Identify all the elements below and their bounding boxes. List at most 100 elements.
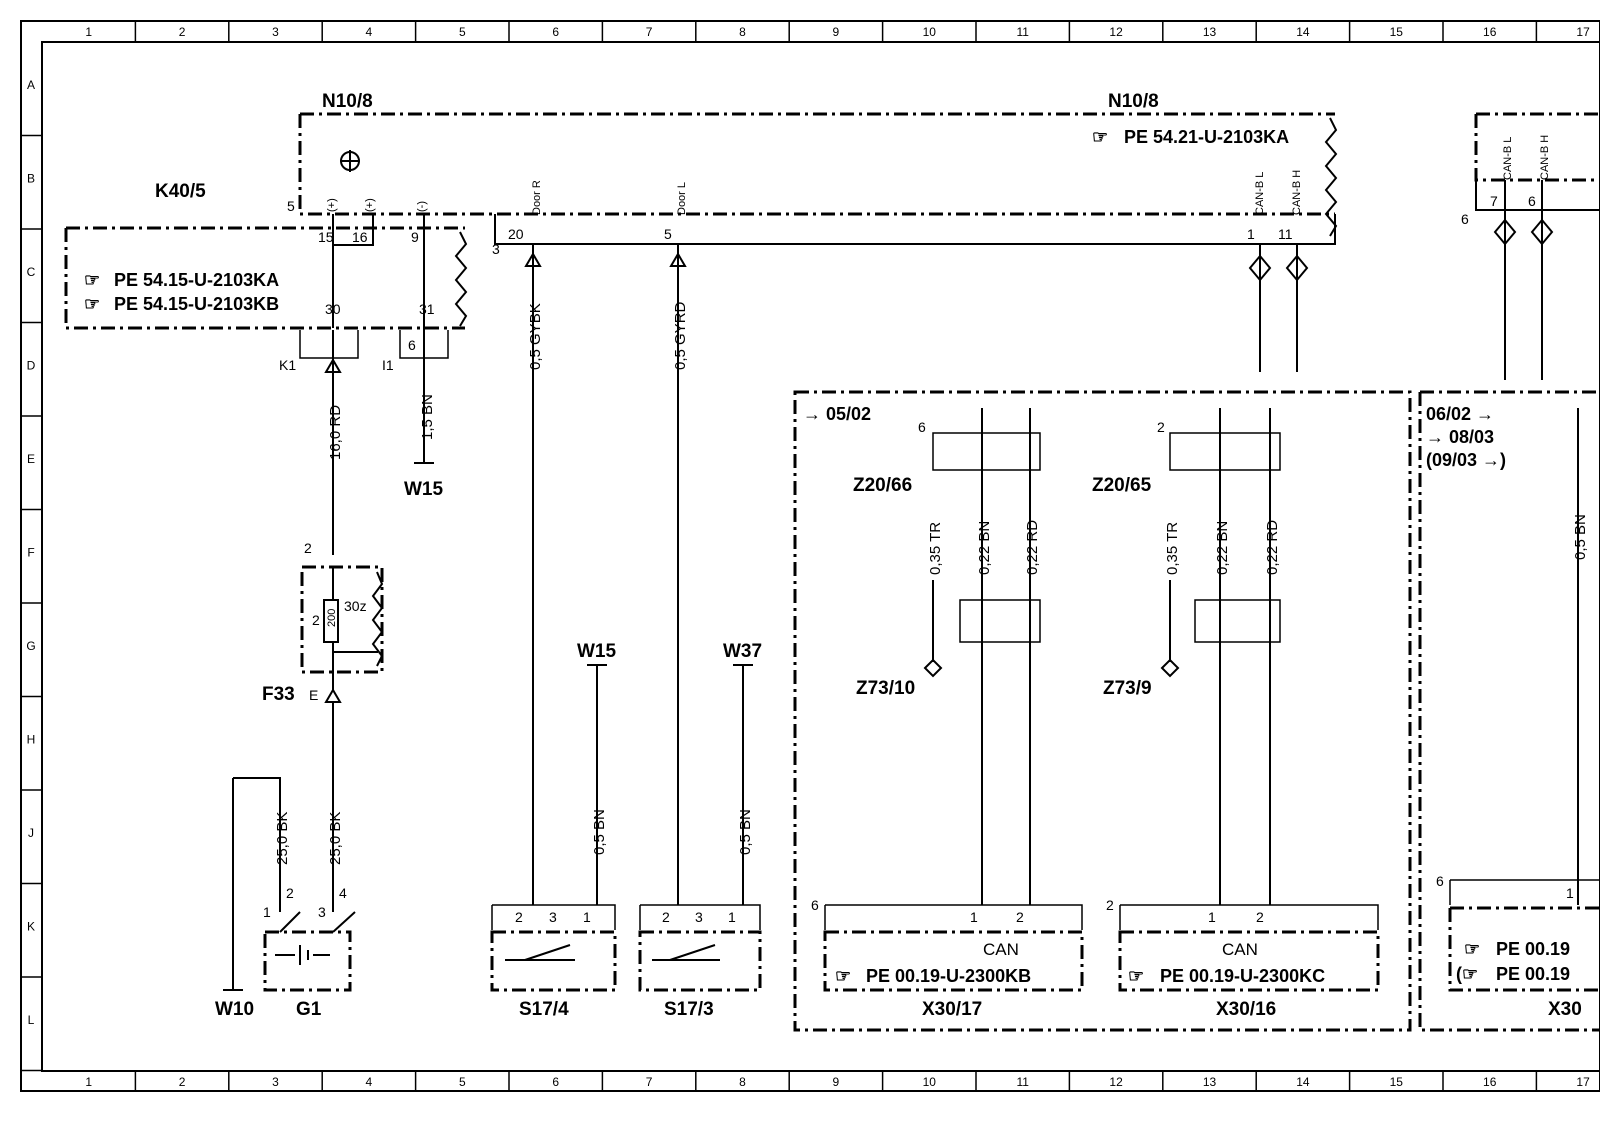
inner-frame xyxy=(41,41,1600,1072)
pin-31: 31 xyxy=(419,301,435,317)
hand-icon: ☞ xyxy=(1092,127,1108,147)
grid-column-label: 8 xyxy=(739,25,746,39)
grid-column-label: 10 xyxy=(923,1075,937,1089)
g1-label: G1 xyxy=(296,999,322,1020)
pin-i1: I1 xyxy=(382,357,394,373)
pin-6: 6 xyxy=(1461,211,1469,227)
pin-7: 7 xyxy=(1490,193,1498,209)
pin-3: 3 xyxy=(492,241,500,257)
grid-column-label: 5 xyxy=(459,1075,466,1089)
f33-fuse: 2 200 2 30z F33 E xyxy=(262,540,384,705)
w10-label: W10 xyxy=(215,999,254,1020)
door-r-label: Door R xyxy=(531,180,543,215)
pin-6: 6 xyxy=(918,419,926,435)
grid-column-label: 14 xyxy=(1296,1075,1310,1089)
grid-row-label: J xyxy=(28,826,34,840)
grid-column-label: 5 xyxy=(459,25,466,39)
hand-icon: ☞ xyxy=(1464,939,1480,959)
k40-5-reference-b: PE 54.15-U-2103KB xyxy=(114,294,279,314)
x30-right-reference-b: PE 00.19 xyxy=(1496,964,1570,984)
w15-label: W15 xyxy=(404,479,444,500)
grid-column-label: 3 xyxy=(272,25,279,39)
wire-label-05bn-a: 0,5 BN xyxy=(591,809,608,855)
z20-66-label: Z20/66 xyxy=(853,475,912,496)
wire-label-gybk: 0,5 GYBK xyxy=(527,303,544,370)
grid-column-label: 10 xyxy=(923,25,937,39)
can-b-h-label: CAN-B H xyxy=(1291,170,1303,215)
pin-1: 1 xyxy=(1566,885,1574,901)
ground-symbol-icon xyxy=(340,150,360,172)
grid-column-label: 12 xyxy=(1109,25,1123,39)
grid-column-label: 4 xyxy=(366,25,373,39)
pin-1: 1 xyxy=(1208,909,1216,925)
grid-column-label: 15 xyxy=(1390,1075,1404,1089)
x30-16-label: X30/16 xyxy=(1216,999,1276,1020)
pin-2: 2 xyxy=(286,885,294,901)
date-right-1: 06/02 → xyxy=(1426,404,1494,424)
wire-label-022rd-b: 0,22 RD xyxy=(1264,520,1281,575)
grid-column-label: 15 xyxy=(1390,25,1404,39)
grid-row-label: H xyxy=(27,732,36,746)
grid-column-label: 7 xyxy=(646,1075,653,1089)
grid-column-label: 11 xyxy=(1016,25,1029,39)
hand-icon: (☞ xyxy=(1456,964,1478,984)
grid-column-label: 17 xyxy=(1576,1075,1590,1089)
pin-4: 4 xyxy=(339,885,347,901)
pin-k1: K1 xyxy=(279,357,296,373)
fuse-30z: 30z xyxy=(344,598,367,614)
pin-16: 16 xyxy=(352,229,368,245)
pin-e: E xyxy=(309,687,318,703)
wire-label-25bk-a: 25,0 BK xyxy=(274,812,291,865)
grid-column-label: 7 xyxy=(646,25,653,39)
s17-3-switch: 2 3 1 S17/3 xyxy=(638,904,762,1020)
wire-label-05bn-b: 0,5 BN xyxy=(737,809,754,855)
n10-8-module: N10/8 N10/8 ☞ PE 54.21-U-2103KA 5 3 xyxy=(287,91,1338,257)
variant-box-06-02: 06/02 → → 08/03 (09/03 →) CAN-B L CAN-B … xyxy=(1418,112,1600,1032)
grid-column-label: 4 xyxy=(366,1075,373,1089)
pin-6: 6 xyxy=(1436,873,1444,889)
pin-6: 6 xyxy=(1528,193,1536,209)
wire-label-gyrd: 0,5 GYRD xyxy=(672,301,689,370)
wire-16rd: 16,0 RD xyxy=(324,330,344,555)
can-b-wires: CAN-B L CAN-B H 1 11 xyxy=(1247,170,1309,372)
grid-column-label: 13 xyxy=(1203,1075,1217,1089)
x30-right-reference-a: PE 00.19 xyxy=(1496,939,1570,959)
fuse-200: 200 xyxy=(326,609,338,627)
date-right-2: → 08/03 xyxy=(1426,427,1494,447)
n10-8-label-left: N10/8 xyxy=(322,91,373,112)
hand-icon: ☞ xyxy=(835,966,851,986)
pin-1: 1 xyxy=(583,909,591,925)
pin-2: 2 xyxy=(662,909,670,925)
pin-2: 2 xyxy=(515,909,523,925)
z73-9-label: Z73/9 xyxy=(1103,678,1152,699)
grid-column-label: 11 xyxy=(1016,1075,1029,1089)
can-label: CAN xyxy=(1222,940,1258,959)
pin-6: 6 xyxy=(811,897,819,913)
grid-column-label: 14 xyxy=(1296,25,1310,39)
w15-label: W15 xyxy=(577,641,617,662)
can-label: CAN xyxy=(983,940,1019,959)
s17-4-label: S17/4 xyxy=(519,999,569,1020)
hand-icon: ☞ xyxy=(1128,966,1144,986)
pin-1: 1 xyxy=(728,909,736,925)
pin-11: 11 xyxy=(1278,226,1293,242)
grid-column-label: 8 xyxy=(739,1075,746,1089)
k40-5-module: K40/5 ☞ PE 54.15-U-2103KA ☞ PE 54.15-U-2… xyxy=(64,181,468,373)
wire-label-16rd: 16,0 RD xyxy=(327,405,344,460)
plus-label: (+) xyxy=(364,198,376,212)
n10-8-label-right: N10/8 xyxy=(1108,91,1159,112)
pin-2: 2 xyxy=(1157,419,1165,435)
grid-column-label: 13 xyxy=(1203,25,1217,39)
f33-label: F33 xyxy=(262,684,295,705)
grid-row-label: K xyxy=(27,919,35,933)
grid-row-label: D xyxy=(27,358,36,372)
w37-label: W37 xyxy=(723,641,762,662)
grid-column-label: 16 xyxy=(1483,1075,1497,1089)
wire-label-25bk-b: 25,0 BK xyxy=(327,812,344,865)
grid-column-label: 6 xyxy=(552,1075,559,1089)
pin-1: 1 xyxy=(970,909,978,925)
x30-16-reference: PE 00.19-U-2300KC xyxy=(1160,966,1325,986)
